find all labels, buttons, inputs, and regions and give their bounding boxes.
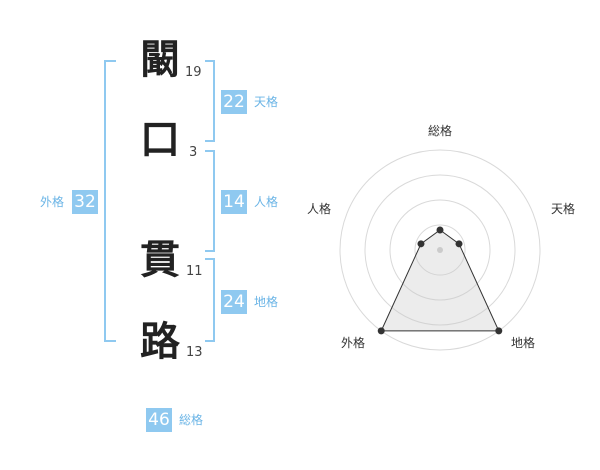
radar-point-3 — [377, 327, 385, 335]
stroke-count-2: 3 — [189, 145, 198, 160]
tenkaku-bracket — [205, 60, 215, 142]
chikaku-label: 地格 — [254, 295, 279, 309]
radar-polygon — [380, 229, 500, 332]
gaikaku-label: 外格 — [40, 195, 65, 209]
radar-point-4 — [417, 240, 425, 248]
radar-point-2 — [495, 327, 503, 335]
stroke-count-4: 13 — [186, 345, 203, 360]
radar-points — [377, 226, 503, 335]
radar-polygon-layer — [380, 229, 500, 332]
radar-rings — [339, 149, 541, 351]
gaikaku-value: 32 — [72, 190, 98, 214]
jinkaku-value: 14 — [221, 190, 247, 214]
radar-point-1 — [455, 240, 463, 248]
chikaku-bracket — [205, 258, 215, 342]
radar-chart — [339, 149, 541, 351]
jinkaku-bracket — [205, 150, 215, 252]
radar-label-gaikaku: 外格 — [340, 336, 365, 350]
name-char-1: 闞 — [140, 37, 180, 83]
name-char-4: 路 — [140, 319, 180, 365]
jinkaku-label: 人格 — [254, 195, 279, 209]
name-char-2: 口 — [140, 117, 180, 163]
soukaku-label: 総格 — [179, 413, 204, 427]
stroke-count-3: 11 — [186, 264, 203, 279]
name-char-3: 貫 — [140, 237, 180, 283]
radar-label-jinkaku: 人格 — [306, 202, 331, 216]
radar-label-chikaku: 地格 — [510, 336, 535, 350]
tenkaku-value: 22 — [221, 90, 247, 114]
radar-label-tenkaku: 天格 — [550, 202, 575, 216]
radar-label-soukaku: 総格 — [427, 124, 452, 138]
soukaku-value: 46 — [146, 408, 172, 432]
gaikaku-bracket — [104, 60, 116, 342]
tenkaku-label: 天格 — [254, 95, 279, 109]
radar-center — [437, 247, 443, 253]
radar-point-0 — [436, 226, 444, 234]
stroke-count-1: 19 — [185, 65, 202, 80]
chikaku-value: 24 — [221, 290, 247, 314]
